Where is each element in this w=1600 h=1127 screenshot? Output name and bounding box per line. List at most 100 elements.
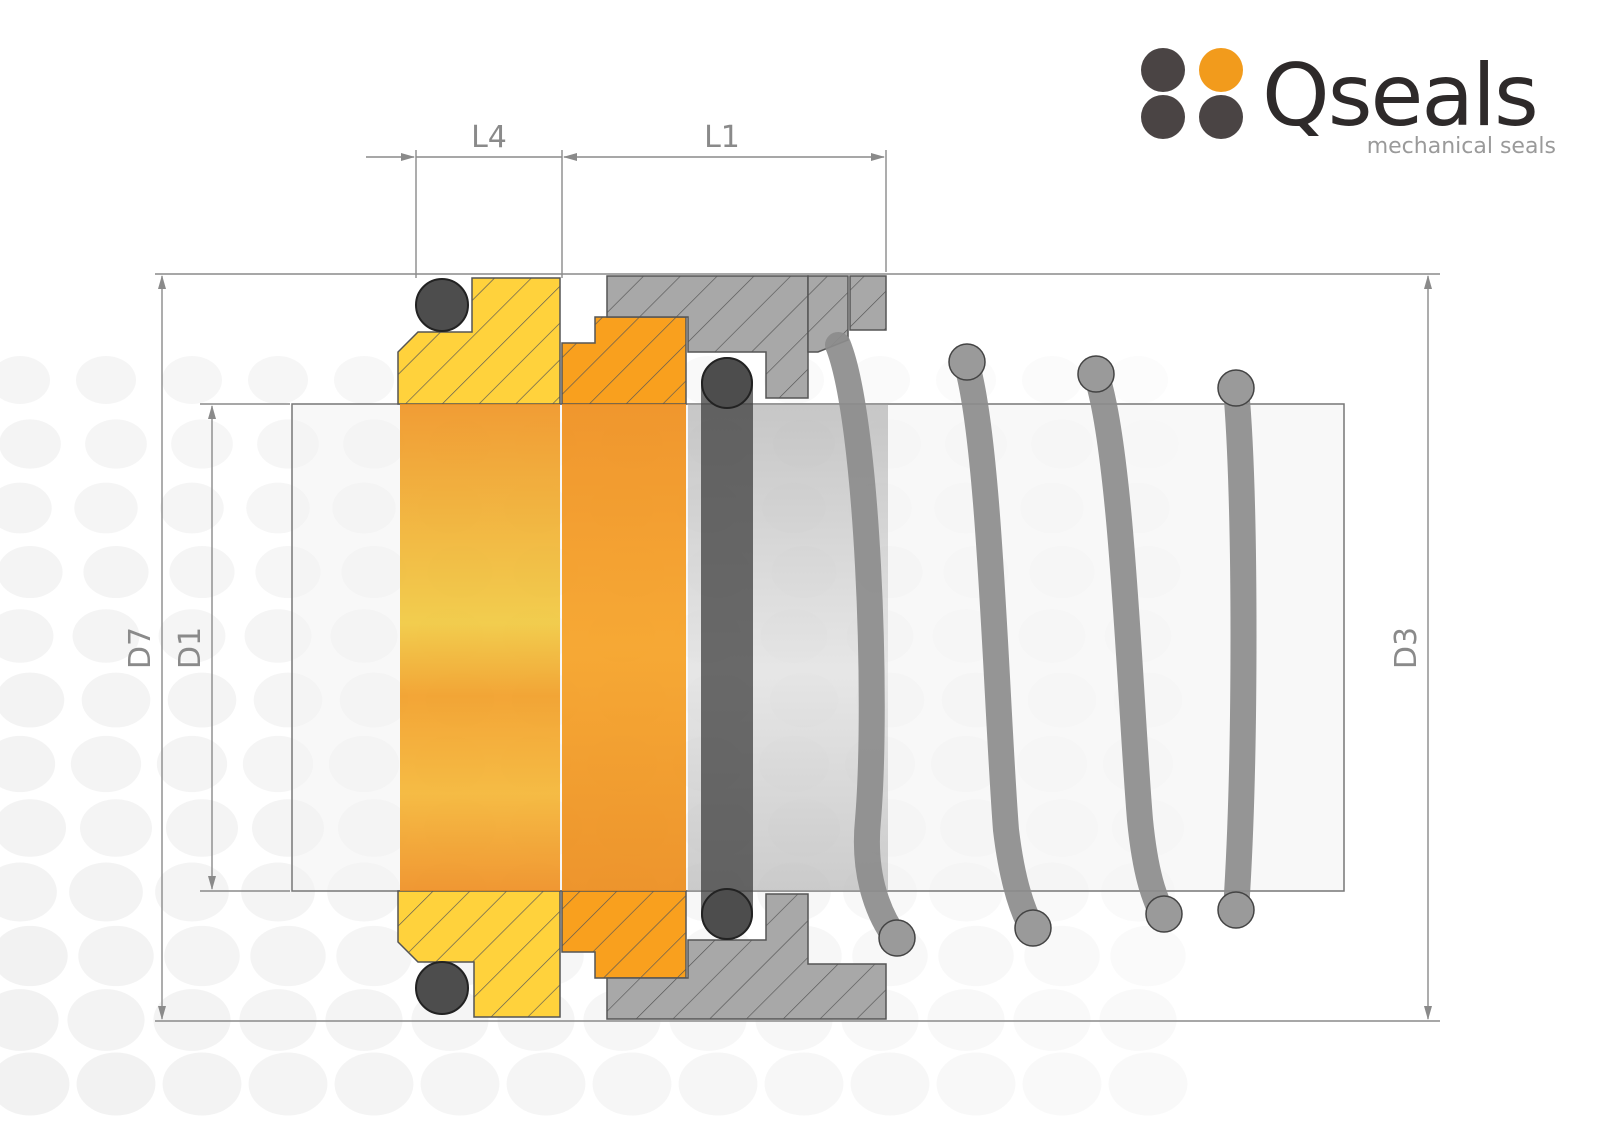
background-dot xyxy=(167,672,237,728)
background-dot xyxy=(72,609,140,663)
rotating-face-projection xyxy=(562,404,686,891)
background-dot xyxy=(250,925,326,987)
background-dot xyxy=(850,356,910,404)
dimension-lines xyxy=(155,150,1440,1022)
background-dot xyxy=(1013,989,1091,1051)
background-dot xyxy=(239,989,317,1051)
spring-end-bottom-3 xyxy=(1145,895,1183,933)
background-dot xyxy=(80,799,152,857)
spring-end-bottom-1 xyxy=(878,919,916,957)
background-dot xyxy=(1022,1052,1102,1116)
background-dot xyxy=(334,1052,414,1116)
spring-end-top-3 xyxy=(1217,369,1255,407)
seat-o-ring-bottom xyxy=(415,961,469,1015)
seat-o-ring-top xyxy=(415,278,469,332)
background-dot xyxy=(164,925,240,987)
section-hatching xyxy=(398,278,560,404)
background-dot xyxy=(0,609,54,663)
section-hatching xyxy=(850,276,886,330)
dim-label-l4: L4 xyxy=(471,120,507,155)
logo-dot-bottom-left xyxy=(1141,95,1185,139)
background-dot xyxy=(0,419,61,469)
background-dot xyxy=(0,545,63,599)
background-dot xyxy=(592,1052,672,1116)
background-dot xyxy=(81,672,151,728)
dim-label-d1: D1 xyxy=(173,627,208,669)
spring-coil-3 xyxy=(1083,361,1175,927)
background-dot xyxy=(0,735,56,793)
seat-face-projection xyxy=(400,404,560,891)
background-dot xyxy=(0,799,66,857)
background-dot xyxy=(336,925,412,987)
background-dot xyxy=(83,545,149,599)
background-dot xyxy=(169,545,235,599)
background-dot xyxy=(166,799,238,857)
background-dot xyxy=(162,356,222,404)
seal-housing xyxy=(606,275,887,1020)
background-dot xyxy=(0,482,52,534)
background-dot xyxy=(69,862,143,922)
background-dot xyxy=(0,862,57,922)
dim-label-l1: L1 xyxy=(704,120,740,155)
background-dot xyxy=(78,925,154,987)
background-dot xyxy=(0,672,65,728)
section-hatching xyxy=(398,891,560,1017)
background-dot xyxy=(156,735,228,793)
background-dot xyxy=(1108,1052,1188,1116)
background-dot xyxy=(76,1052,156,1116)
background-dot xyxy=(420,1052,500,1116)
spring-end-top-2 xyxy=(1077,355,1115,393)
background-dot xyxy=(248,356,308,404)
spring-coil-1 xyxy=(825,332,909,951)
background-dot xyxy=(678,1052,758,1116)
background-dot xyxy=(0,1052,70,1116)
background-dot xyxy=(155,862,229,922)
background-dot xyxy=(248,1052,328,1116)
spring-coil-4 xyxy=(1223,375,1257,923)
background-dot xyxy=(1022,356,1082,404)
background-dot xyxy=(67,989,145,1051)
background-dot xyxy=(0,356,50,404)
background-dot xyxy=(506,1052,586,1116)
background-dot xyxy=(1108,356,1168,404)
background-dot xyxy=(74,482,138,534)
section-hatching xyxy=(562,891,686,978)
dim-label-d3: D3 xyxy=(1389,627,1424,669)
section-hatching xyxy=(607,276,808,398)
section-hatching xyxy=(562,317,686,404)
background-dot xyxy=(325,989,403,1051)
spring-coil-2 xyxy=(953,349,1045,941)
background-dot xyxy=(171,419,233,469)
background-dot xyxy=(850,1052,930,1116)
rotating-face xyxy=(561,316,687,979)
logo-dot-top-left xyxy=(1141,48,1185,92)
background-dot xyxy=(76,356,136,404)
spring-end-bottom-4 xyxy=(1217,891,1255,929)
background-dot xyxy=(160,482,224,534)
background-dot xyxy=(1099,989,1177,1051)
background-dot xyxy=(927,989,1005,1051)
background-dot xyxy=(0,925,68,987)
background-dot xyxy=(153,989,231,1051)
section-hatching xyxy=(607,894,886,1019)
stationary-seat xyxy=(397,277,561,1018)
logo-dot-top-right xyxy=(1199,48,1243,92)
logo-tagline: mechanical seals xyxy=(1367,134,1556,159)
background-dot xyxy=(70,735,142,793)
qseals-logo: Qseals mechanical seals xyxy=(1141,46,1556,159)
background-dot xyxy=(938,925,1014,987)
logo-wordmark: Qseals xyxy=(1262,46,1537,146)
spring-end-bottom-2 xyxy=(1014,909,1052,947)
background-dot xyxy=(1110,925,1186,987)
o-rings xyxy=(415,278,753,1015)
face-o-ring-top xyxy=(701,357,753,409)
spring-end-top-1 xyxy=(948,343,986,381)
logo-dot-bottom-right xyxy=(1199,95,1243,139)
face-o-ring-column xyxy=(701,357,753,940)
conical-spring xyxy=(825,332,1257,957)
background-dot xyxy=(936,1052,1016,1116)
background-dot xyxy=(85,419,147,469)
background-dot xyxy=(334,356,394,404)
background-dot xyxy=(0,989,59,1051)
